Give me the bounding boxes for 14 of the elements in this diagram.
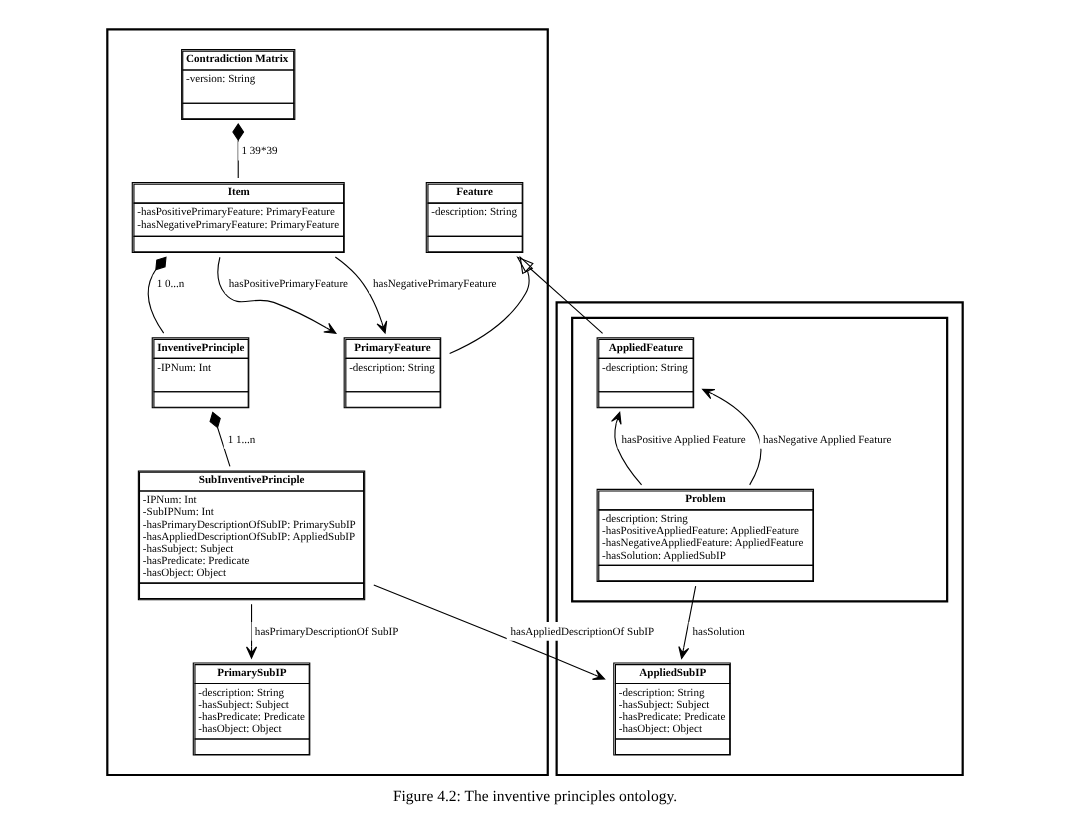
arrow xyxy=(702,388,762,486)
caption: Figure 4.2: The inventive principles ontology. xyxy=(392,786,678,805)
arrow xyxy=(449,255,534,355)
connector xyxy=(209,411,231,467)
arrow xyxy=(678,585,697,659)
arrow xyxy=(246,603,258,659)
arrow xyxy=(611,411,643,486)
arrow xyxy=(373,584,606,680)
cluster xyxy=(571,316,949,603)
arrow xyxy=(516,256,604,334)
arrow xyxy=(334,256,388,334)
connector xyxy=(147,256,167,334)
arrow xyxy=(217,256,337,334)
connector xyxy=(232,123,245,179)
